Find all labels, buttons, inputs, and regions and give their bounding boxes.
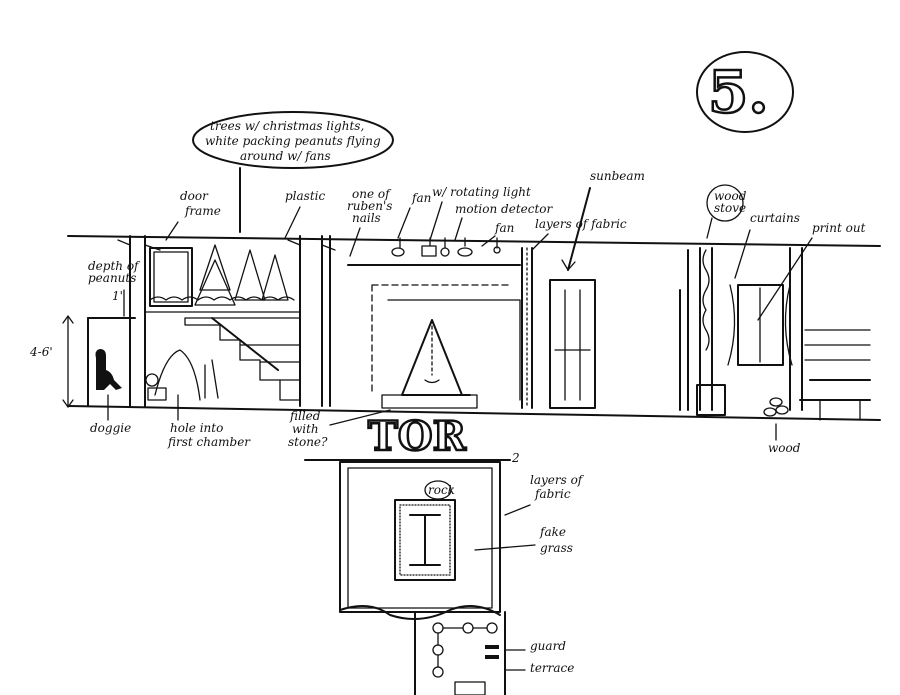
- sunbeam-panel: [549, 249, 689, 411]
- label-nails-1: one of: [352, 187, 392, 201]
- tor-title: TOR: [368, 413, 467, 460]
- label-wood-stove-1: wood: [714, 189, 747, 203]
- label-nails-2: ruben's: [347, 199, 392, 213]
- label-motion-detector: motion detector: [455, 202, 554, 216]
- label-fabric-bottom-2: fabric: [534, 487, 571, 501]
- bubble-line-3: around w/ fans: [240, 149, 331, 163]
- first-chamber: [87, 235, 336, 407]
- second-chamber: [347, 237, 533, 409]
- third-chamber: [696, 247, 871, 421]
- label-door-frame-2: frame: [184, 204, 221, 218]
- label-fan-right: fan: [494, 221, 514, 235]
- label-curtains: curtains: [750, 211, 800, 225]
- room-outline: [67, 235, 881, 421]
- bubble-line-2: white packing peanuts flying: [205, 134, 381, 148]
- label-hole-1: hole into: [170, 421, 223, 435]
- panel-number-badge: 5.: [696, 51, 794, 133]
- depth-label-1: depth of: [88, 259, 141, 273]
- label-rock: rock: [428, 483, 455, 497]
- label-plastic: plastic: [285, 189, 325, 203]
- tor-subscript: 2: [511, 451, 520, 465]
- label-door-frame-1: door: [180, 189, 209, 203]
- trees-note-bubble: trees w/ christmas lights, white packing…: [192, 111, 394, 233]
- label-fan-left: fan: [411, 191, 431, 205]
- label-nails-3: nails: [352, 211, 381, 225]
- depth-value: 1': [112, 289, 123, 303]
- label-guard: guard: [530, 639, 566, 653]
- label-bottom: terrace: [530, 661, 574, 675]
- label-hole-2: first chamber: [167, 435, 251, 449]
- label-filled-1: filled: [289, 409, 321, 423]
- label-fabric-bottom-1: layers of: [530, 473, 585, 487]
- label-filled-3: stone?: [288, 435, 328, 449]
- label-print-out: print out: [812, 221, 866, 235]
- label-wood: wood: [768, 441, 801, 455]
- label-filled-2: with: [292, 422, 319, 436]
- label-fake-grass-1: fake: [539, 525, 566, 539]
- label-fake-grass-2: grass: [540, 541, 573, 555]
- depth-label-2: peanuts: [88, 271, 136, 285]
- height-dimension: 4-6' depth of peanuts 1': [29, 259, 141, 408]
- label-sunbeam: sunbeam: [590, 169, 645, 183]
- label-rotating-light: w/ rotating light: [432, 185, 531, 199]
- height-label: 4-6': [29, 345, 53, 359]
- bubble-line-1: trees w/ christmas lights,: [210, 119, 364, 133]
- panel-number: 5.: [708, 58, 769, 126]
- label-wood-stove-2: stove: [714, 201, 746, 215]
- label-doggie: doggie: [90, 421, 131, 435]
- annotation-labels: door frame plastic one of ruben's nails …: [90, 169, 866, 675]
- tor-section: TOR 2: [304, 412, 520, 695]
